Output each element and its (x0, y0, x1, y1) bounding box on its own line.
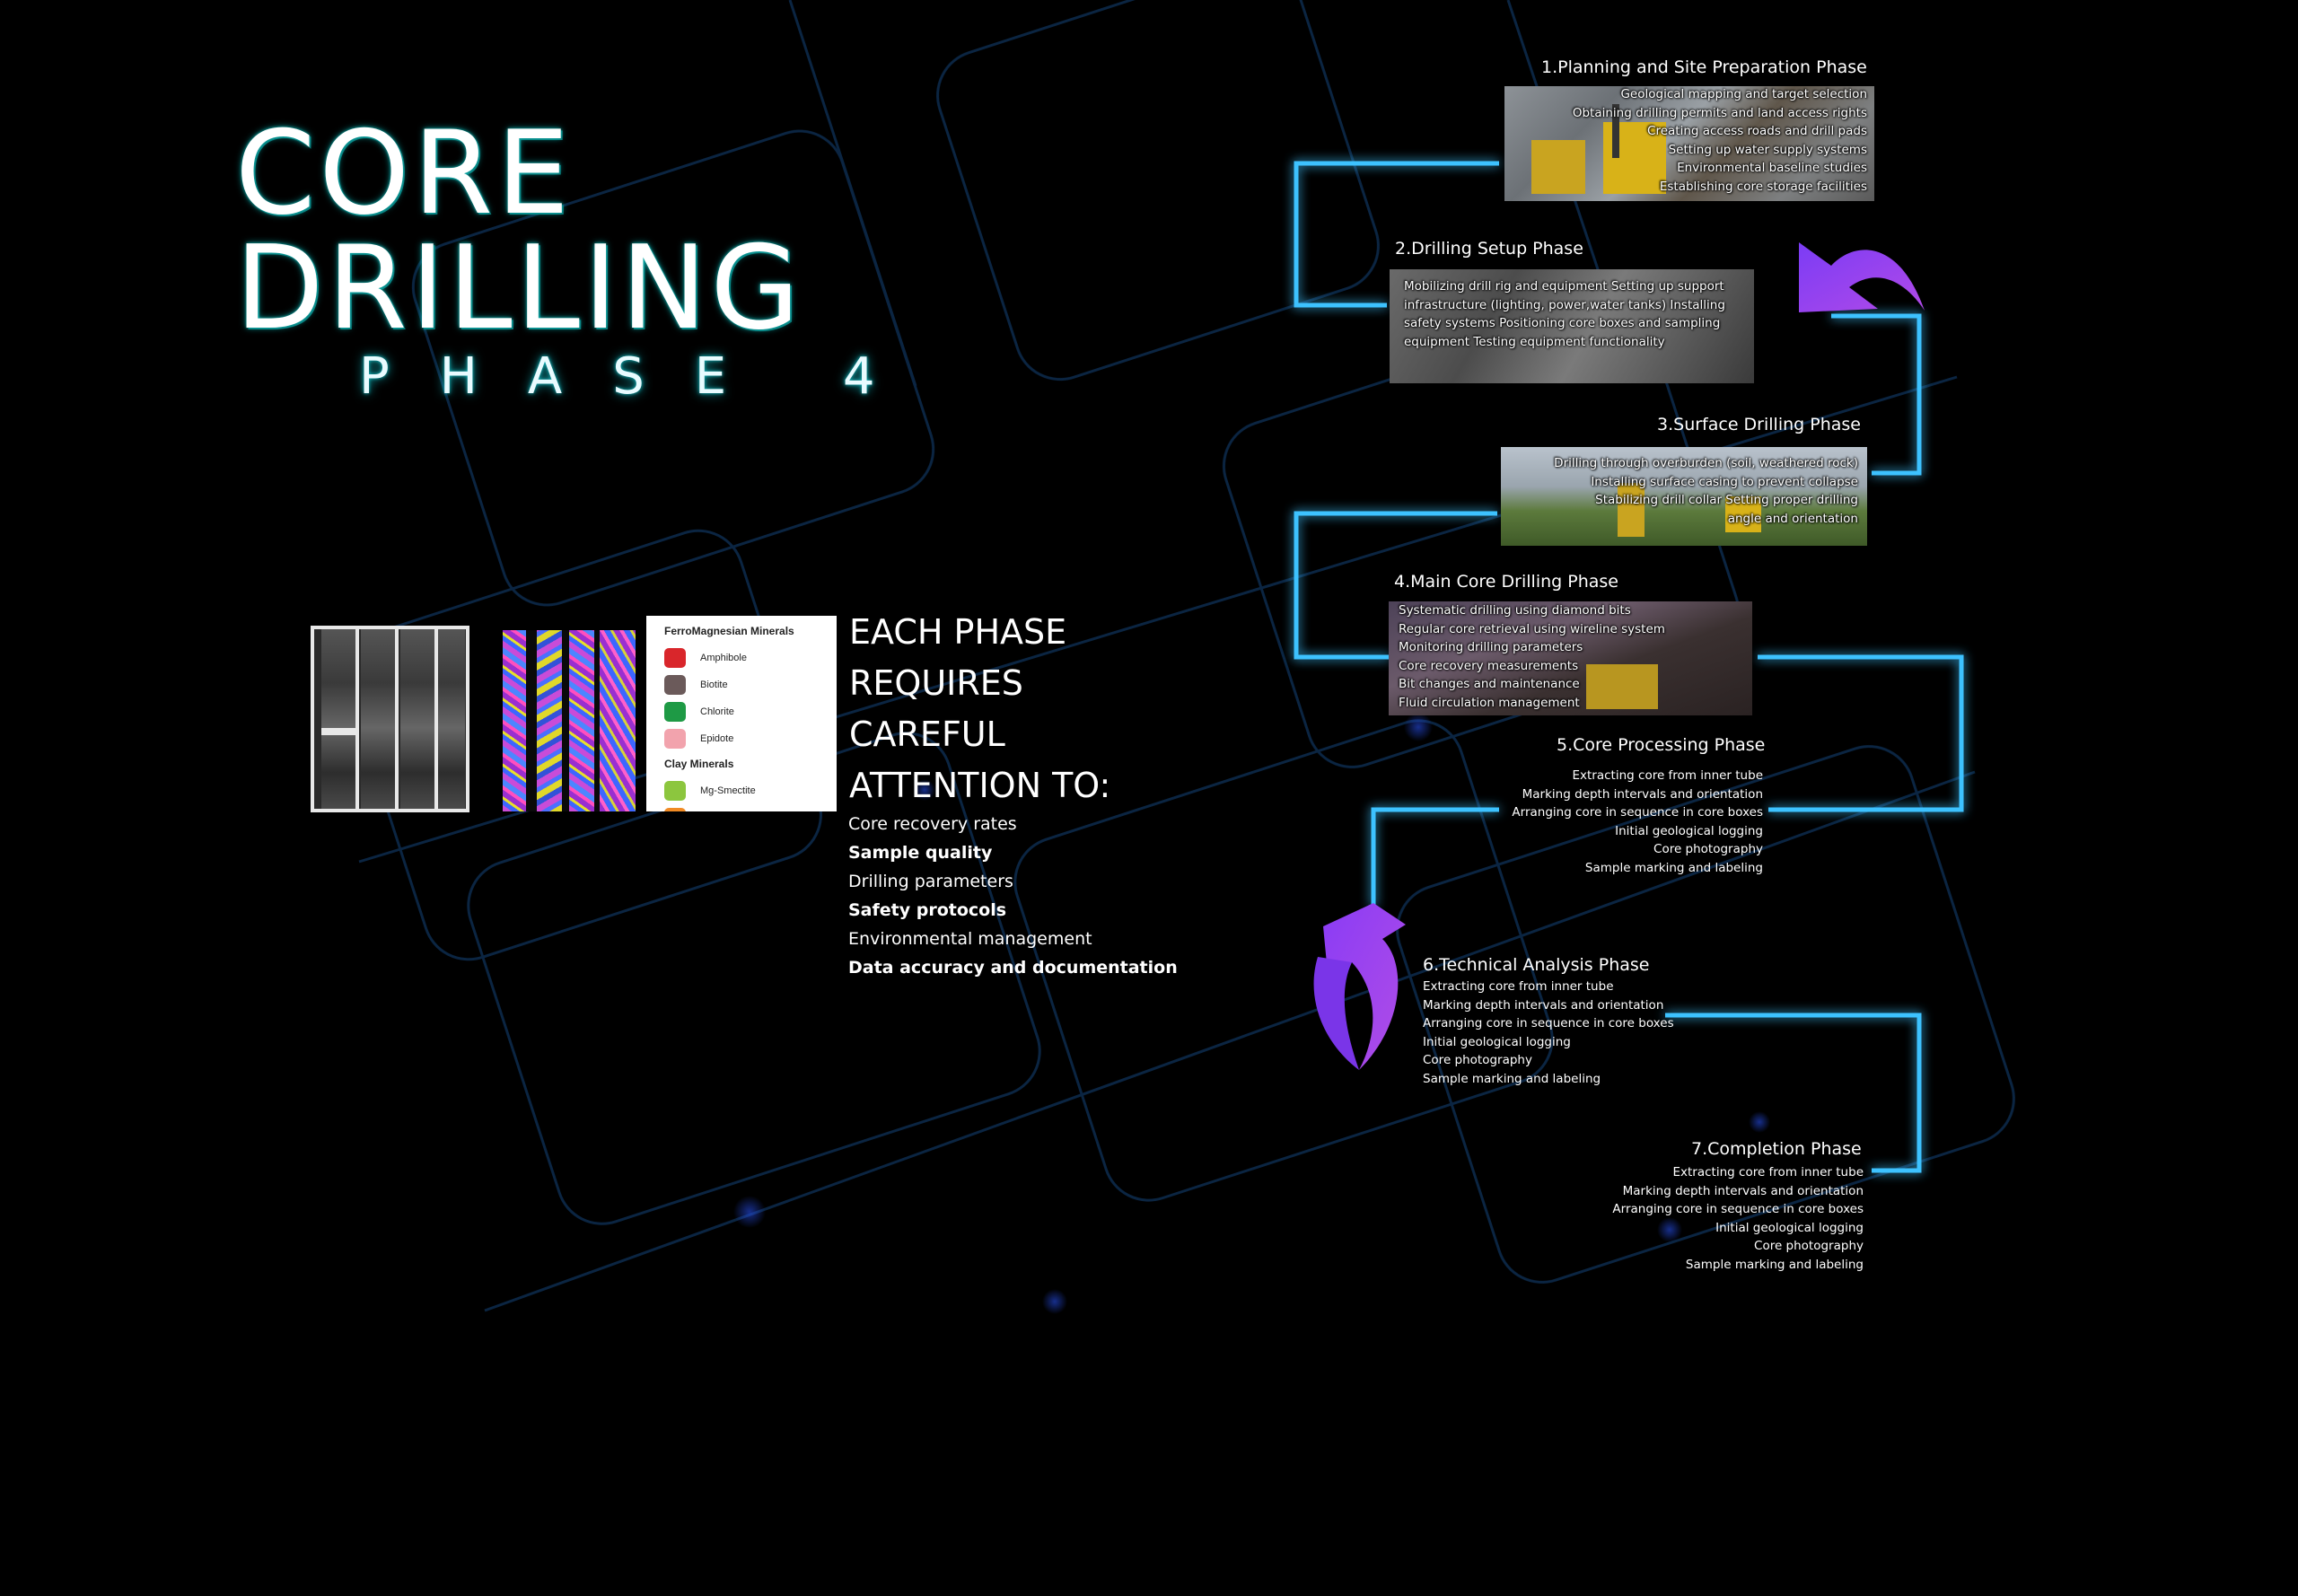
legend-swatch (664, 781, 686, 801)
phase-2-text-line: safety systems Positioning core boxes an… (1404, 316, 1721, 330)
legend-item: Mg-Smectite (664, 777, 837, 804)
legend-item: Epidote (664, 725, 837, 752)
phase-3-text: Drilling through overburden (soil, weath… (1517, 454, 1858, 528)
phase-6-item: Core photography (1423, 1053, 1532, 1067)
legend-swatch (664, 808, 686, 811)
phase-5-item: Extracting core from inner tube (1572, 768, 1764, 783)
phase-1-photo (1504, 86, 1874, 201)
legend-swatch (664, 702, 686, 722)
connector-6-7 (1665, 1013, 1922, 1173)
phase-6-item: Extracting core from inner tube (1423, 979, 1614, 994)
attention-heading: EACH PHASE REQUIRES CAREFUL ATTENTION TO… (849, 612, 1111, 805)
legend-item: Biotite (664, 671, 837, 698)
legend-swatch (664, 675, 686, 695)
legend-swatch (664, 729, 686, 749)
phase-2-photo (1390, 269, 1754, 383)
legend-group-clay: Clay Minerals (664, 758, 734, 770)
phase-5-item: Sample marking and labeling (1584, 860, 1763, 875)
phase-6-item: Initial geological logging (1423, 1034, 1571, 1049)
legend-item: Amphibole (664, 645, 837, 671)
attention-item: Safety protocols (848, 900, 1007, 920)
legend-item: Nontronite (664, 804, 837, 811)
connector-4-5 (1758, 654, 1964, 812)
title-core: CORE (235, 107, 573, 241)
legend-label: Amphibole (700, 653, 747, 663)
attention-item: Sample quality (848, 843, 993, 863)
phase-5-item: Arranging core in sequence in core boxes (1512, 805, 1763, 820)
phase-7-item: Initial geological logging (1715, 1220, 1864, 1235)
curved-arrow-icon (1799, 242, 1925, 312)
legend-swatch (664, 648, 686, 668)
phase-4-item: Core recovery measurements (1399, 658, 1579, 673)
phase-3-photo (1501, 447, 1867, 546)
legend-label: Epidote (700, 733, 734, 744)
attention-item: Environmental management (848, 929, 1092, 949)
phase-1-title: 1.Planning and Site Preparation Phase (1541, 57, 1867, 77)
core-tray-photo (311, 626, 469, 812)
mineral-map-image (503, 630, 636, 811)
phase-7-item: Arranging core in sequence in core boxes (1612, 1202, 1864, 1216)
phase-4-item: Monitoring drilling parameters (1399, 640, 1583, 654)
attention-item: Data accuracy and documentation (848, 958, 1178, 978)
phase-5-item: Core photography (1653, 842, 1763, 856)
legend-label: Mg-Smectite (700, 785, 756, 796)
phase-2-text-line: equipment Testing equipment functionalit… (1404, 334, 1665, 349)
phase-1-item: Environmental baseline studies (1677, 161, 1867, 175)
phase-5-item: Initial geological logging (1615, 823, 1763, 838)
connector-1-2 (1294, 161, 1499, 308)
phase-1-item: Setting up water supply systems (1668, 142, 1867, 157)
phase-2-text-line: Mobilizing drill rig and equipment Setti… (1404, 279, 1724, 294)
phase-7-item: Sample marking and labeling (1685, 1257, 1864, 1272)
phase-6-item: Arranging core in sequence in core boxes (1423, 1016, 1674, 1030)
connector-5-6 (1371, 807, 1499, 907)
phase-4-item: Regular core retrieval using wireline sy… (1399, 621, 1665, 636)
curved-arrow-icon (1313, 903, 1406, 1070)
phase-6-title: 6.Technical Analysis Phase (1423, 955, 1650, 975)
phase-1-item: Creating access roads and drill pads (1647, 124, 1867, 138)
phase-2-title: 2.Drilling Setup Phase (1395, 239, 1583, 259)
phase-5-title: 5.Core Processing Phase (1557, 735, 1766, 755)
attention-item: Core recovery rates (848, 814, 1017, 834)
legend-label: Biotite (700, 680, 728, 690)
phase-1-item: Establishing core storage facilities (1659, 179, 1867, 194)
attention-item: Drilling parameters (848, 872, 1013, 891)
phase-4-item: Bit changes and maintenance (1399, 677, 1580, 691)
phase-4-item: Systematic drilling using diamond bits (1399, 603, 1631, 618)
phase-3-text-line: Drilling through overburden (soil, weath… (1554, 456, 1858, 470)
phase-7-item: Marking depth intervals and orientation (1622, 1183, 1864, 1198)
phase-3-text-line: angle and orientation (1727, 511, 1858, 526)
phase-4-item: Fluid circulation management (1399, 695, 1580, 710)
phase-4-title: 4.Main Core Drilling Phase (1394, 572, 1618, 592)
connector-3-4 (1294, 511, 1497, 660)
phase-3-title: 3.Surface Drilling Phase (1657, 415, 1861, 434)
phase-2-text: Mobilizing drill rig and equipment Setti… (1404, 277, 1754, 351)
phase-2-text-line: infrastructure (lighting, power,water ta… (1404, 297, 1725, 312)
legend-label: Chlorite (700, 706, 734, 717)
legend-group-ferromagnesian: FerroMagnesian Minerals (664, 625, 794, 637)
phase-7-title: 7.Completion Phase (1691, 1139, 1862, 1159)
phase-1-item: Geological mapping and target selection (1620, 87, 1867, 101)
phase-7-item: Extracting core from inner tube (1672, 1165, 1864, 1179)
phase-7-item: Core photography (1754, 1239, 1864, 1253)
title-phase: PHASE 4 (359, 347, 925, 406)
phase-6-item: Sample marking and labeling (1423, 1071, 1601, 1086)
phase-1-item: Obtaining drilling permits and land acce… (1572, 105, 1867, 120)
connector-2-3 (1831, 313, 1922, 476)
phase-5-item: Marking depth intervals and orientation (1522, 786, 1763, 802)
legend-item: Chlorite (664, 698, 837, 725)
phase-3-text-line: Stabilizing drill collar Setting proper … (1595, 493, 1858, 507)
phase-4-photo (1389, 601, 1752, 715)
phase-3-text-line: Installing surface casing to prevent col… (1591, 474, 1858, 489)
phase-6-item: Marking depth intervals and orientation (1423, 997, 1664, 1013)
title-drilling: DRILLING (235, 222, 803, 355)
